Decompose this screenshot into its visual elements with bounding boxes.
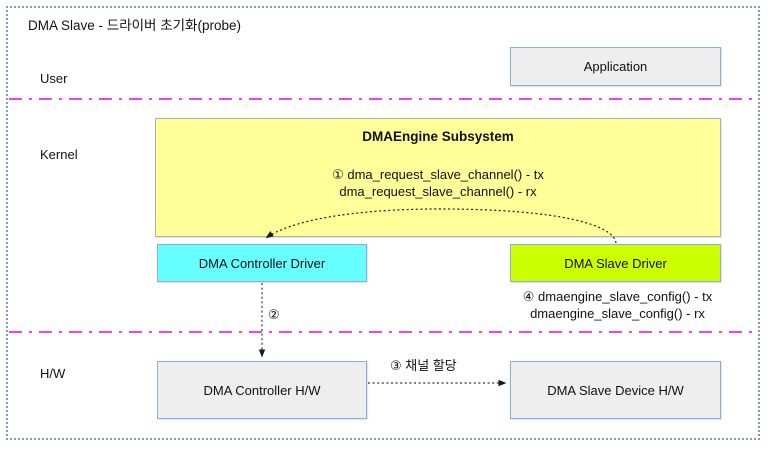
page-title: DMA Slave - 드라이버 초기화(probe)	[28, 18, 241, 33]
dmaengine-subsystem-title: DMAEngine Subsystem	[362, 129, 514, 144]
layer-label-kernel: Kernel	[40, 147, 78, 162]
channel-alloc-label: ③ 채널 할당	[390, 358, 457, 373]
box-application[interactable]: Application	[510, 47, 721, 86]
divider-user-kernel	[9, 98, 759, 100]
step-2-label: ②	[268, 307, 280, 322]
box-dma-controller-hw[interactable]: DMA Controller H/W	[157, 361, 367, 419]
box-dmaengine-subsystem[interactable]: DMAEngine Subsystem ① dma_request_slave_…	[155, 118, 721, 237]
layer-label-user: User	[40, 71, 68, 86]
dmaengine-request-calls: ① dma_request_slave_channel() - tx dma_r…	[332, 167, 544, 199]
layer-label-hw: H/W	[40, 366, 66, 381]
box-dma-slave-device-hw[interactable]: DMA Slave Device H/W	[510, 361, 721, 419]
box-dma-slave-driver[interactable]: DMA Slave Driver	[510, 244, 721, 282]
outer-frame	[6, 6, 760, 440]
box-dma-controller-driver[interactable]: DMA Controller Driver	[157, 244, 367, 282]
divider-kernel-hw	[9, 331, 759, 333]
slave-config-calls-label: ④ dmaengine_slave_config() - tx dmaengin…	[522, 289, 713, 321]
